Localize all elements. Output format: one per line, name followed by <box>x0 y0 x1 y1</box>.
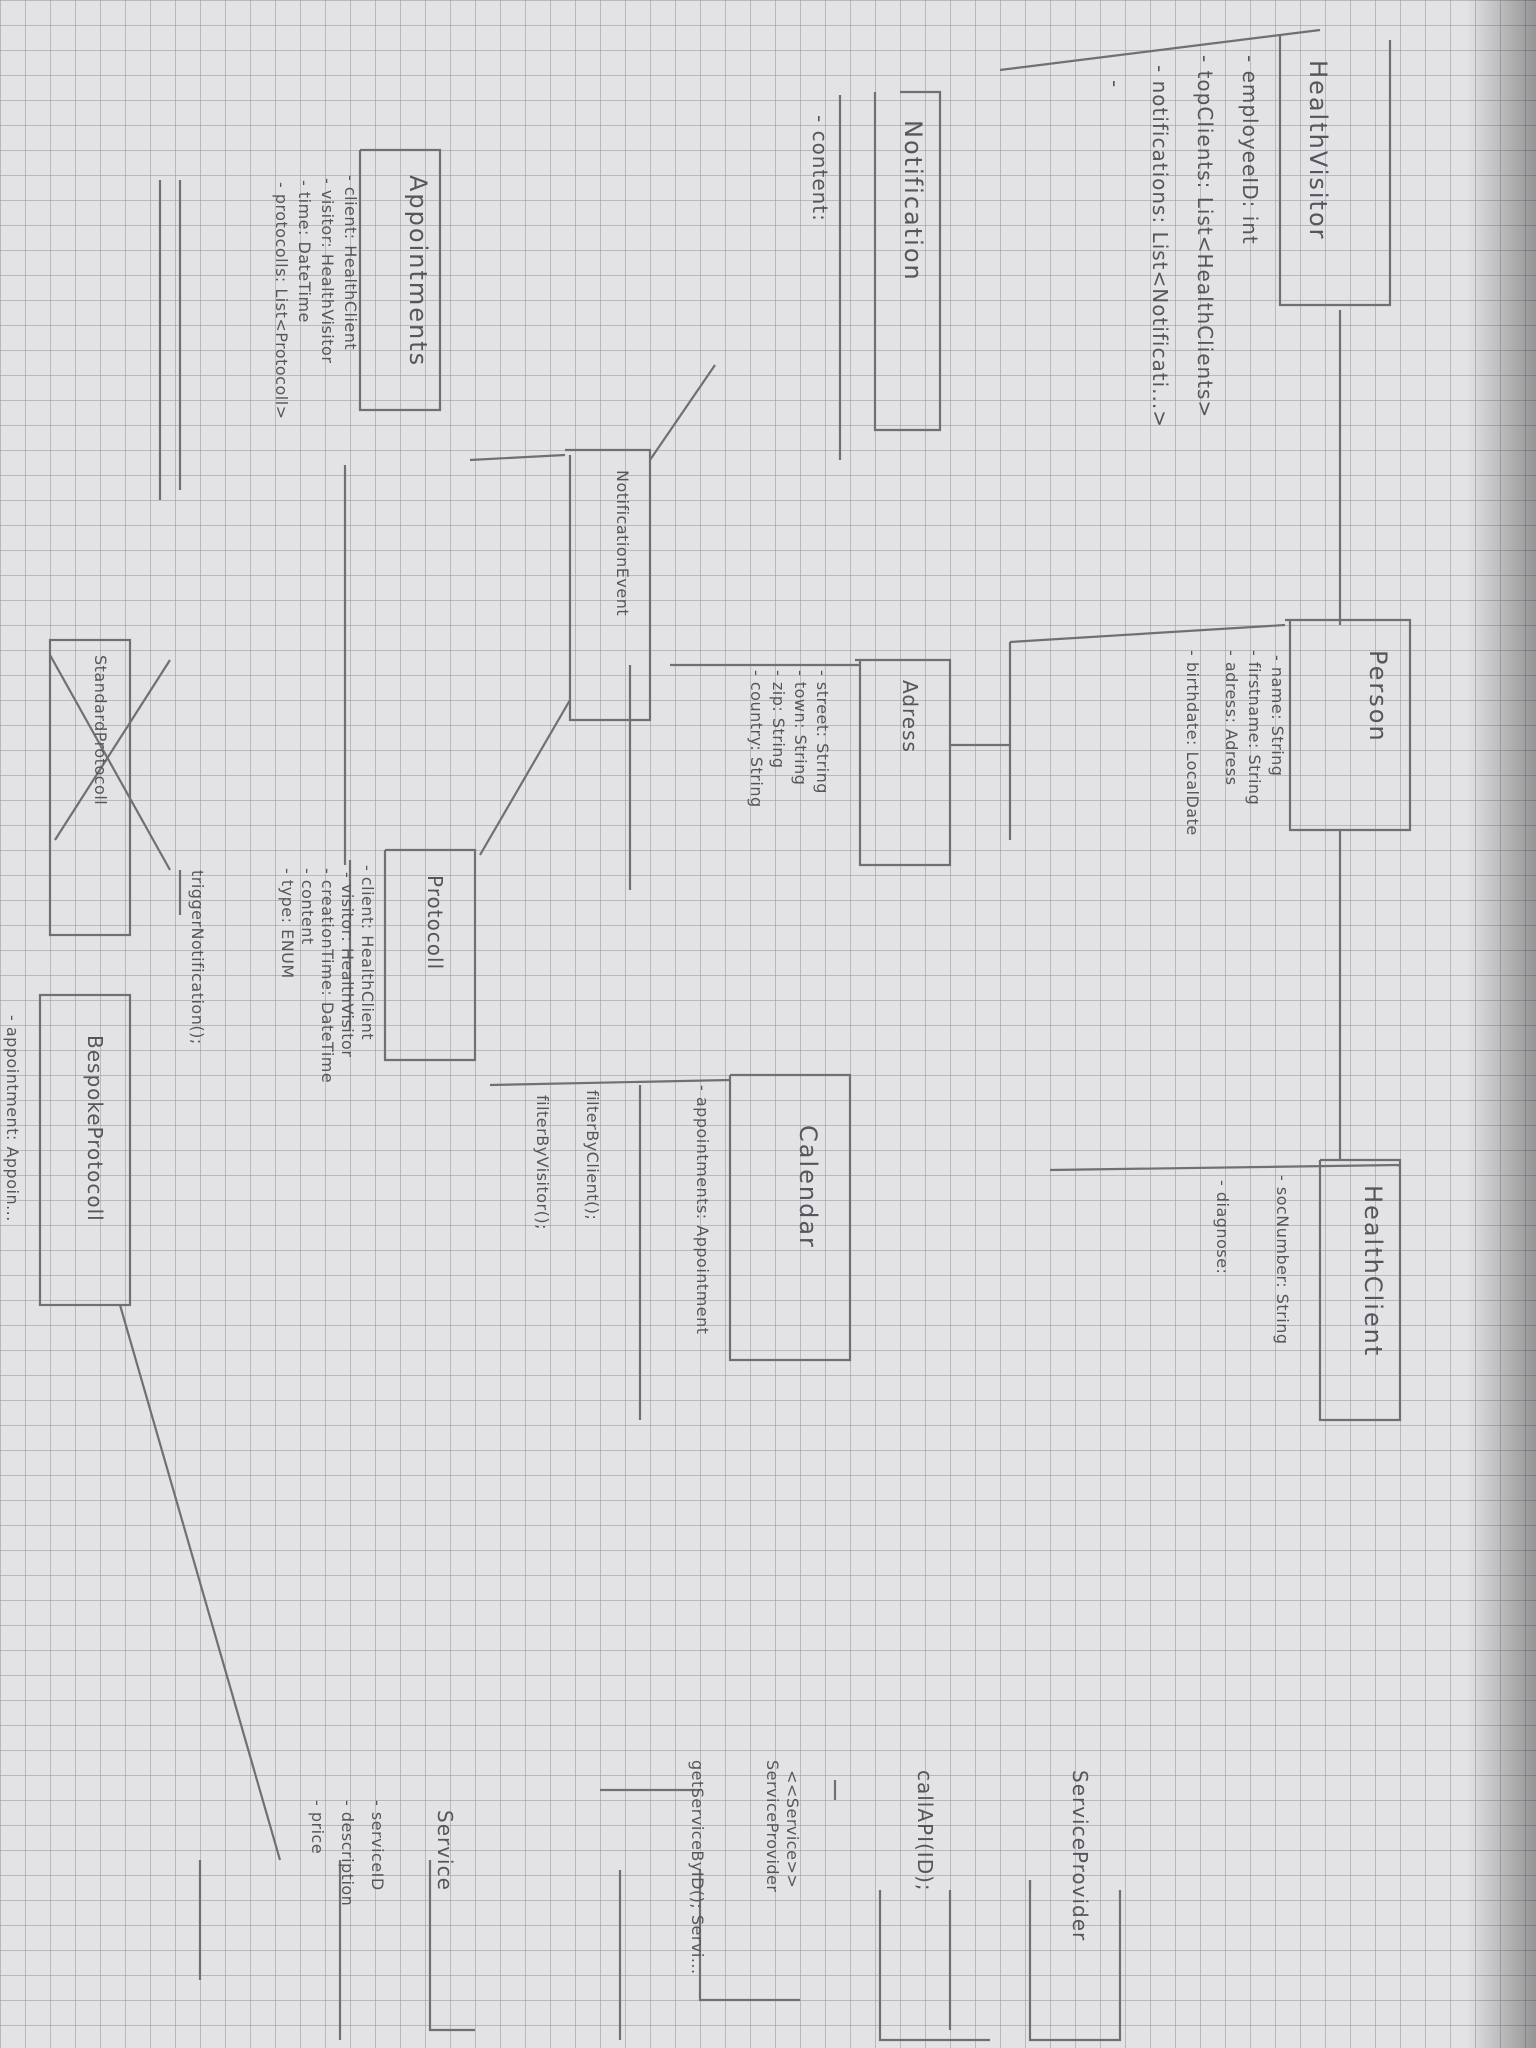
bespoke-protocoll-attr-1: - appointment: Appoin... <box>3 1015 22 1222</box>
service-provider-inner <box>878 1890 990 2042</box>
notification-event-top <box>469 453 566 462</box>
address-attr-1: - street: String <box>813 670 832 794</box>
health-visitor-attr-1: - employeeID: int <box>1238 55 1262 245</box>
appointments-title: Appointments <box>404 175 432 368</box>
paper-shadow <box>1466 0 1536 2048</box>
notification-event-title: NotificationEvent <box>613 470 632 617</box>
event-curve <box>649 364 716 461</box>
health-visitor-divider <box>999 28 1321 72</box>
address-attr-3: - zip: String <box>769 670 788 769</box>
health-client-title: HealthClient <box>1359 1185 1387 1358</box>
calendar-attr-1: - appointments: Appointment <box>693 1085 712 1335</box>
appointments-attr-1: - client: HealthClient <box>341 175 360 351</box>
appointments-attr-2: - visitor: HealthVisitor <box>318 178 337 364</box>
address-attr-4: - country: String <box>747 670 766 808</box>
person-attr-4: - birthdate: LocalDate <box>1183 650 1202 836</box>
person-attr-2: - firstname: String <box>1245 650 1264 806</box>
strike-b <box>54 659 171 841</box>
person-attr-1: - name: String <box>1268 655 1287 777</box>
health-visitor-title: HealthVisitor <box>1304 60 1332 241</box>
calendar-title: Calendar <box>794 1125 822 1249</box>
person-left <box>1009 623 1286 644</box>
protocoll-attr-5: - type: ENUM <box>278 868 297 979</box>
health-visitor-attr-2: - topClients: List<HealthClients> <box>1193 55 1217 419</box>
protocoll-attr-2: - visitor: HealthVisitor <box>338 872 357 1058</box>
address-title: Adress <box>898 680 922 753</box>
health-client-box <box>1318 1158 1402 1422</box>
service-provider-method-1: callAPI(ID); <box>913 1770 937 1892</box>
protocoll-attr-1: - client: HealthClient <box>358 865 377 1041</box>
standard-protocoll-box <box>48 638 132 937</box>
service-box <box>428 1860 475 2032</box>
bespoke-protocoll-title: BespokeProtocoll <box>83 1035 107 1222</box>
bespoke-protocoll-box <box>38 993 132 1307</box>
trigger-method: triggerNotification(); <box>188 870 207 1045</box>
service-interface-method-1: getServiceByID(); Servi... <box>688 1760 707 1975</box>
health-client-attr-1: - socNumber: String <box>1273 1175 1292 1345</box>
address-box <box>855 658 952 867</box>
appointments-attr-3: - time: DateTime <box>295 180 314 323</box>
health-visitor-attr-3: - notifications: List<Notificati...> <box>1148 65 1172 428</box>
event-protocoll-link <box>479 699 571 856</box>
calendar-method-1: filterByClient(); <box>583 1090 602 1221</box>
protocoll-box <box>383 848 477 1062</box>
calendar-box <box>728 1073 852 1362</box>
service-attr-3: - price <box>308 1800 327 1855</box>
health-client-divider <box>1049 1163 1401 1172</box>
person-title: Person <box>1364 650 1392 743</box>
calendar-method-2: filterByVisitor(); <box>533 1095 552 1230</box>
calendar-divider <box>489 1078 731 1087</box>
person-box <box>1285 618 1412 832</box>
service-provider-title: ServiceProvider <box>1068 1770 1092 1942</box>
protocoll-attr-3: - creationTime: DateTime <box>318 868 337 1084</box>
service-attr-2: - description <box>338 1800 357 1907</box>
service-provider-box <box>1028 1880 1122 2042</box>
service-attr-1: - serviceID <box>368 1800 387 1891</box>
notification-box <box>873 90 942 432</box>
service-title: Service <box>433 1810 457 1891</box>
appointments-attr-4: - protocolls: List<Protocoll> <box>272 182 291 420</box>
service-interface-title: ServiceProvider <box>763 1760 782 1893</box>
health-client-attr-2: - diagnose: <box>1213 1180 1232 1275</box>
appointments-box <box>358 148 442 412</box>
notification-event-box <box>565 448 652 722</box>
person-attr-3: - adress: Adress <box>1222 650 1241 786</box>
protocoll-attr-4: - content <box>298 868 317 945</box>
health-visitor-box <box>1278 35 1392 307</box>
service-interface-box <box>698 1870 800 2002</box>
address-attr-2: - town: String <box>791 670 810 786</box>
protocoll-title: Protocoll <box>423 875 447 971</box>
standard-protocoll-title: StandardProtocoll <box>91 655 110 806</box>
bespoke-service-link <box>118 1304 282 1861</box>
notification-attr-1: - content: <box>808 115 832 222</box>
service-interface-stereotype: <<Service>> <box>783 1770 802 1889</box>
health-visitor-attr-4: - <box>1103 80 1127 89</box>
notification-title: Notification <box>899 120 927 282</box>
strike-a <box>49 654 171 871</box>
